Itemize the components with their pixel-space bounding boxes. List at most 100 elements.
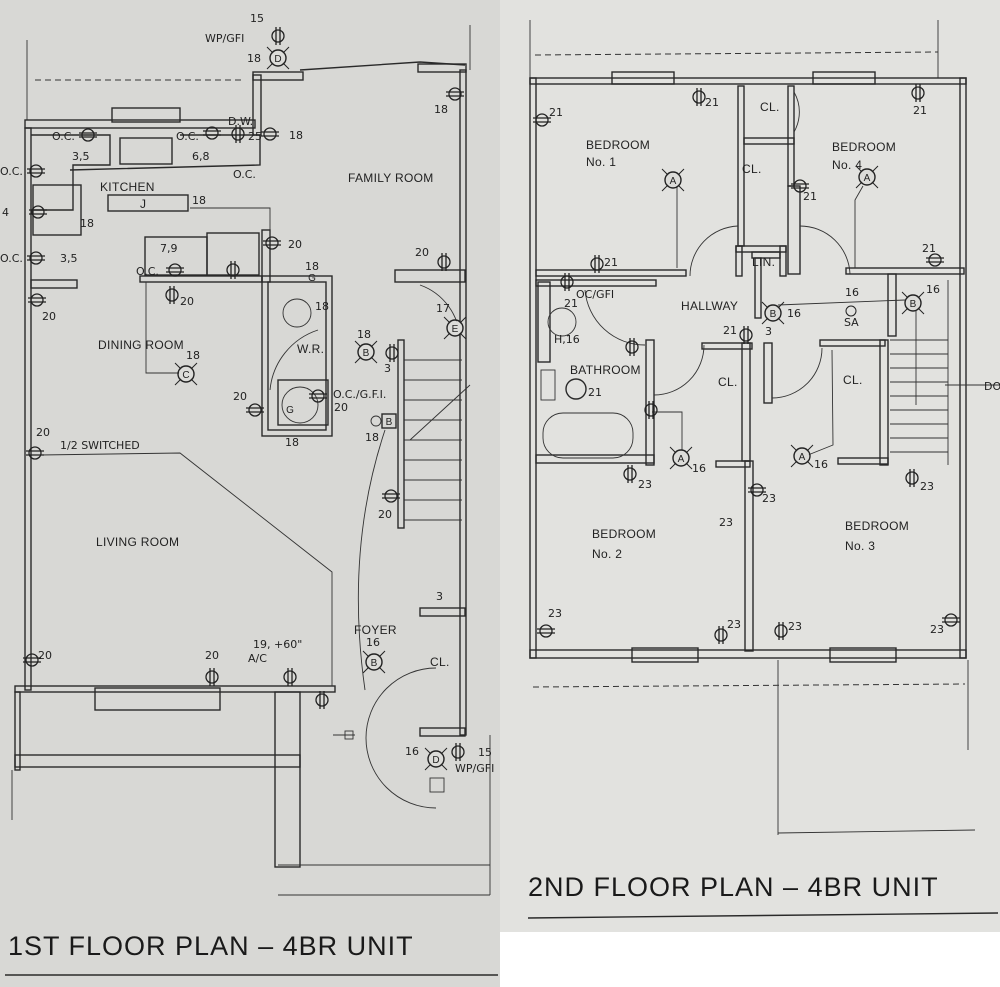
svg-text:23: 23 [920, 480, 934, 493]
svg-text:15: 15 [250, 12, 264, 25]
smoke-alarm-icon [845, 305, 857, 317]
svg-text:16: 16 [366, 636, 380, 649]
room-wr: W.R. [297, 342, 324, 356]
svg-text:16: 16 [405, 745, 419, 758]
svg-text:D: D [432, 755, 439, 766]
svg-text:21: 21 [723, 324, 737, 337]
svg-text:E: E [452, 324, 459, 335]
svg-text:B: B [910, 299, 917, 310]
svg-text:18: 18 [365, 431, 379, 444]
svg-text:3,5: 3,5 [72, 150, 90, 163]
svg-text:23: 23 [638, 478, 652, 491]
svg-text:20: 20 [334, 401, 348, 414]
room-dining: DINING ROOM [98, 338, 184, 352]
svg-text:21: 21 [913, 104, 927, 117]
first-floor-fixtures: D E B C G G B B D [174, 46, 467, 771]
room-closet-d: CL. [843, 373, 863, 387]
svg-text:21: 21 [564, 297, 578, 310]
svg-text:21: 21 [604, 256, 618, 269]
svg-text:H,16: H,16 [554, 333, 580, 346]
svg-text:16: 16 [692, 462, 706, 475]
fixture-a-bedroom1: A [661, 168, 685, 192]
svg-text:16: 16 [845, 286, 859, 299]
room-closet: CL. [430, 655, 450, 669]
svg-text:18: 18 [186, 349, 200, 362]
svg-text:15: 15 [478, 746, 492, 759]
room-closet-b: CL. [742, 162, 762, 176]
svg-text:O.C.: O.C. [52, 130, 75, 143]
room-kitchen: KITCHEN [100, 180, 155, 194]
svg-text:21: 21 [922, 242, 936, 255]
svg-text:4: 4 [2, 206, 9, 219]
svg-text:O.C.: O.C. [233, 168, 256, 181]
svg-text:18: 18 [315, 300, 329, 313]
svg-text:18: 18 [247, 52, 261, 65]
svg-text:25: 25 [248, 130, 262, 143]
room-bathroom: BATHROOM [570, 363, 641, 377]
svg-text:7,9: 7,9 [160, 242, 178, 255]
svg-text:20: 20 [180, 295, 194, 308]
svg-text:6,8: 6,8 [192, 150, 210, 163]
fixture-a-bedroom4: A [855, 165, 879, 189]
svg-text:16: 16 [926, 283, 940, 296]
fixture-a-bedroom2: A [669, 446, 693, 470]
svg-text:O.C.: O.C. [176, 130, 199, 143]
svg-text:3: 3 [765, 325, 772, 338]
second-floor-title: 2ND FLOOR PLAN – 4BR UNIT [528, 872, 939, 902]
svg-text:A: A [864, 173, 871, 184]
svg-text:20: 20 [415, 246, 429, 259]
svg-text:23: 23 [788, 620, 802, 633]
svg-text:D.W.: D.W. [228, 115, 253, 128]
room-living: LIVING ROOM [96, 535, 179, 549]
fixture-d-top: D [266, 46, 290, 70]
bathroom-fan-icon [565, 378, 587, 400]
fixture-b-family: B [354, 340, 378, 364]
fixture-g-wr-bottom: G [286, 405, 294, 416]
svg-text:B: B [371, 658, 378, 669]
first-floor-title: 1ST FLOOR PLAN – 4BR UNIT [8, 931, 414, 961]
first-floor-labels: KITCHEN FAMILY ROOM DINING ROOM W.R. LIV… [96, 171, 450, 669]
svg-text:WP/GFI: WP/GFI [455, 762, 494, 775]
svg-text:18: 18 [289, 129, 303, 142]
svg-text:18: 18 [357, 328, 371, 341]
svg-text:23: 23 [930, 623, 944, 636]
svg-text:20: 20 [288, 238, 302, 251]
room-closet-c: CL. [718, 375, 738, 389]
svg-text:20: 20 [38, 649, 52, 662]
svg-text:18: 18 [305, 260, 319, 273]
fixture-b-foyer: B [362, 650, 386, 674]
svg-text:20: 20 [36, 426, 50, 439]
second-floor-fixtures: A A B B A A [565, 165, 925, 470]
svg-text:O.C./G.F.I.: O.C./G.F.I. [333, 388, 386, 401]
second-floor-title-underline [527, 912, 999, 919]
svg-text:19, +60": 19, +60" [253, 638, 302, 651]
svg-text:3: 3 [384, 362, 391, 375]
second-floor-stair-treads [890, 280, 1000, 465]
fixture-e: E [443, 316, 467, 340]
svg-text:20: 20 [42, 310, 56, 323]
svg-text:16: 16 [814, 458, 828, 471]
svg-text:D: D [274, 54, 281, 65]
svg-text:18: 18 [434, 103, 448, 116]
svg-text:C: C [182, 370, 189, 381]
blank-area [500, 932, 1000, 987]
svg-text:23: 23 [727, 618, 741, 631]
second-floor-walls [529, 20, 1000, 835]
room-bedroom4-number: No. 4 [832, 158, 862, 172]
second-floor-notes: 21 21 21 21 21 21 OC/GFI 21 H,16 21 16 1… [548, 96, 1000, 636]
svg-text:23: 23 [548, 607, 562, 620]
room-bedroom4: BEDROOM [832, 140, 896, 154]
room-hallway: HALLWAY [681, 299, 738, 313]
fixture-b-stair: B [901, 291, 925, 315]
room-bedroom3: BEDROOM [845, 519, 909, 533]
room-bedroom2: BEDROOM [592, 527, 656, 541]
svg-text:16: 16 [787, 307, 801, 320]
svg-text:O.C.: O.C. [136, 265, 159, 278]
svg-text:B: B [770, 309, 777, 320]
svg-text:1/2 SWITCHED: 1/2 SWITCHED [60, 439, 140, 452]
svg-text:3: 3 [436, 590, 443, 603]
second-floor-labels: BEDROOM No. 1 CL. CL. BEDROOM No. 4 LIN.… [570, 100, 909, 561]
svg-text:B: B [386, 417, 393, 428]
fixture-a-bedroom3: A [790, 444, 814, 468]
